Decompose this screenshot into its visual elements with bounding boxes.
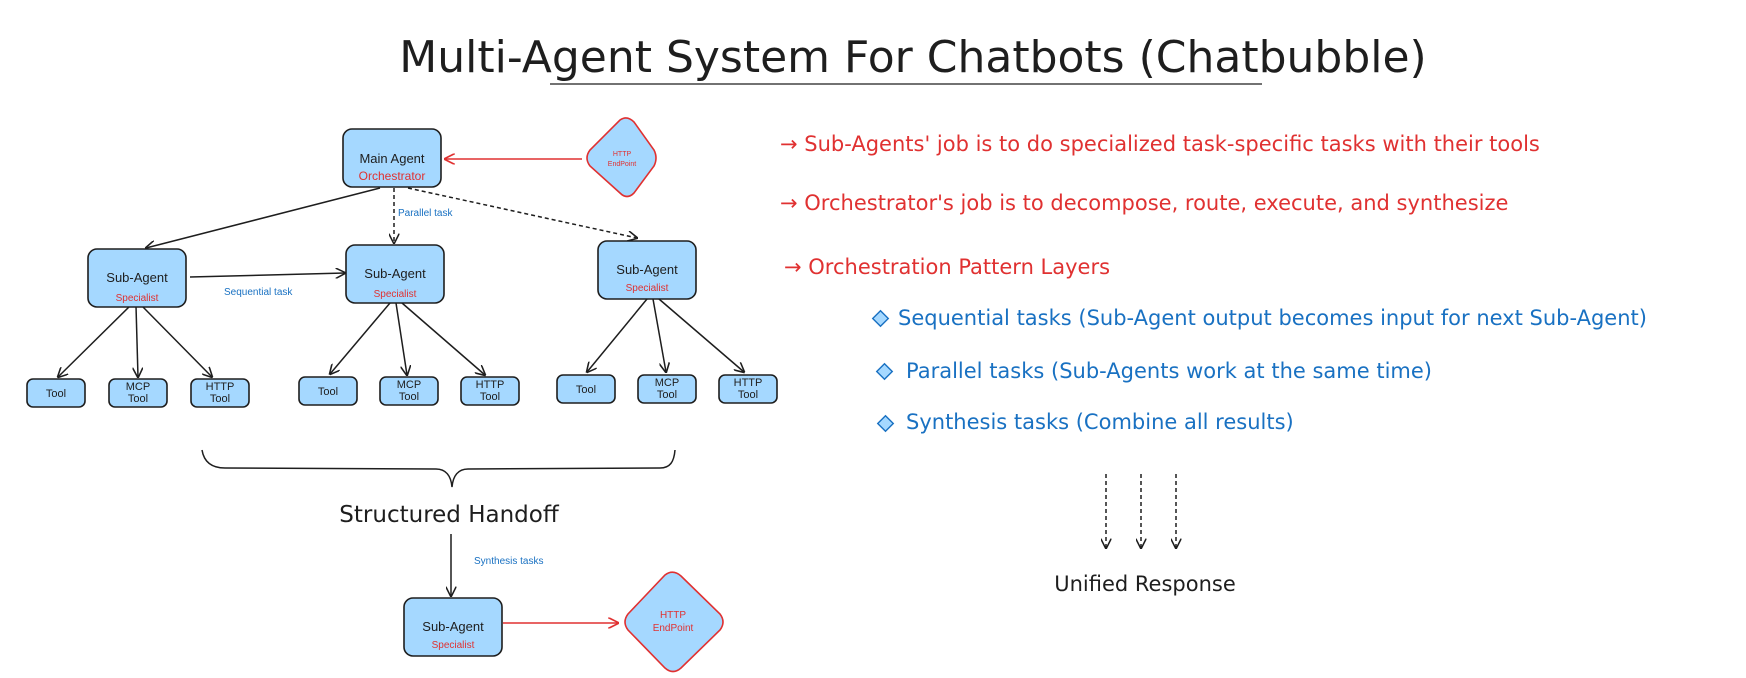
endpoint-top-line2: EndPoint [608,161,636,168]
svg-text:Tool: Tool [657,389,677,401]
main-agent-role: Orchestrator [359,169,426,183]
mcp-tool-node: MCP Tool [108,378,168,408]
tool-node: Tool [298,376,358,406]
note-pattern-layers: → Orchestration Pattern Layers [784,255,1110,279]
endpoint-bottom-line2: EndPoint [653,623,694,634]
svg-text:Tool: Tool [480,391,500,403]
mcp-tool-node: MCP Tool [637,374,697,404]
main-agent-label: Main Agent [359,151,424,166]
tool-node: Tool [26,378,86,408]
parallel-task-label: Parallel task [398,208,453,219]
subagent-1-node: Sub-Agent Specialist [87,248,187,308]
svg-text:Tool: Tool [738,389,758,401]
pattern-synthesis: Synthesis tasks (Combine all results) [906,410,1294,434]
subagent-1-label: Sub-Agent [106,270,168,285]
final-subagent-node: Sub-Agent Specialist [403,597,503,657]
svg-text:MCP: MCP [397,379,421,391]
diamond-bullet-icon [876,414,895,433]
svg-text:HTTP: HTTP [734,377,763,389]
endpoint-bottom-line1: HTTP [660,610,686,621]
synthesis-task-label: Synthesis tasks [474,556,543,567]
svg-text:Tool: Tool [128,393,148,405]
page-title: Multi-Agent System For Chatbots (Chatbub… [399,32,1426,83]
subagent-1-role: Specialist [116,293,159,304]
svg-text:HTTP: HTTP [206,381,235,393]
tool-node: Tool [556,374,616,404]
svg-text:Tool: Tool [399,391,419,403]
http-endpoint-top-node: HTTP EndPoint [586,117,657,198]
http-tool-node: HTTP Tool [718,374,778,404]
subagent-3-node: Sub-Agent Specialist [597,240,697,300]
diamond-bullet-icon [875,362,894,381]
structured-handoff-label: Structured Handoff [339,502,560,528]
diamond-bullet-icon [871,309,890,328]
subagent-2-node: Sub-Agent Specialist [345,244,445,304]
subagent-2-role: Specialist [374,289,417,300]
unified-response-label: Unified Response [1054,572,1236,596]
svg-text:Tool: Tool [576,384,596,396]
final-subagent-label: Sub-Agent [422,619,484,634]
subagent-3-to-mcp-arrow [652,298,666,372]
endpoint-top-line1: HTTP [613,151,632,158]
sequential-arrow [189,273,345,277]
http-tool-node: HTTP Tool [460,376,520,406]
pattern-sequential: Sequential tasks (Sub-Agent output becom… [898,306,1647,330]
subagent-3-to-tool-arrow [587,298,648,372]
svg-text:Tool: Tool [210,393,230,405]
http-endpoint-bottom-node: HTTP EndPoint [624,571,724,673]
subagent-2-label: Sub-Agent [364,266,426,281]
subagent-2-to-tool-arrow [330,302,391,374]
svg-text:Tool: Tool [46,388,66,400]
note-orchestrator-job: → Orchestrator's job is to decompose, ro… [780,191,1508,215]
subagent-3-label: Sub-Agent [616,262,678,277]
main-agent-node: Main Agent Orchestrator [342,128,442,188]
subagent-3-role: Specialist [626,283,669,294]
final-subagent-role: Specialist [432,640,475,651]
svg-text:HTTP: HTTP [476,379,505,391]
subagent-2-to-mcp-arrow [395,302,407,375]
subagent-2-to-http-arrow [401,302,485,375]
svg-text:Tool: Tool [318,386,338,398]
note-subagents-job: → Sub-Agents' job is to do specialized t… [780,132,1540,156]
svg-text:MCP: MCP [655,377,679,389]
subagent-1-to-http-arrow [141,305,212,377]
pattern-parallel: Parallel tasks (Sub-Agents work at the s… [906,359,1432,383]
mcp-tool-node: MCP Tool [379,376,439,406]
svg-text:MCP: MCP [126,381,150,393]
http-tool-node: HTTP Tool [190,378,250,408]
subagent-3-to-http-arrow [658,298,744,372]
handoff-brace [201,449,676,488]
sequential-task-label: Sequential task [224,287,293,298]
main-to-subagent-1-arrow [146,187,381,248]
subagent-1-to-tool-arrow [58,305,131,377]
subagent-1-to-mcp-arrow [136,305,138,377]
